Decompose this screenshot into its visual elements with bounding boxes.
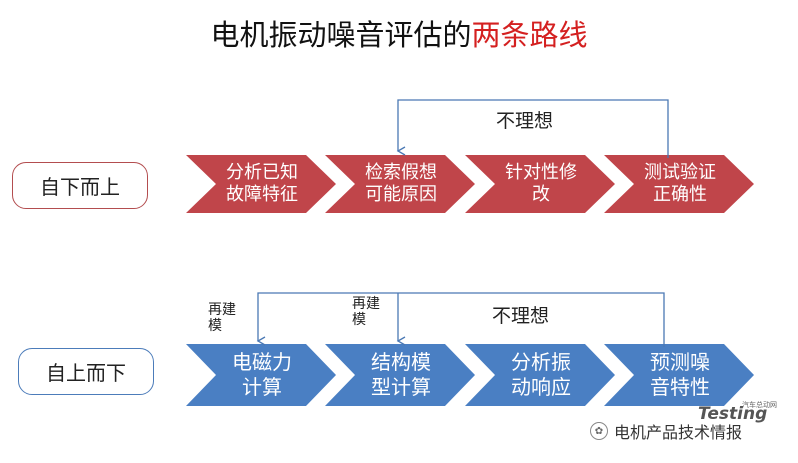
wechat-icon: ✿ (590, 422, 608, 440)
step-top-3: 针对性修改 (505, 161, 577, 206)
step-bottom-4: 预测噪音特性 (650, 350, 710, 399)
row-label-bottom-up: 自下而上 (12, 162, 148, 209)
chevron-bottom-2 (325, 344, 475, 406)
step-top-2: 检索假想可能原因 (365, 161, 437, 206)
bottom-feedback-label: 不理想 (492, 305, 550, 327)
chevron-bottom-4 (604, 344, 754, 406)
chevron-bottom-1 (186, 344, 336, 406)
page-title: 电机振动噪音评估的两条路线 (0, 12, 798, 54)
step-top-1: 分析已知故障特征 (226, 161, 298, 206)
chevron-top-3 (465, 155, 615, 213)
rebuild-note-2: 再建模 (352, 296, 380, 329)
top-feedback-label: 不理想 (496, 110, 554, 132)
chevron-top-1 (186, 155, 336, 213)
chevron-top-2 (325, 155, 475, 213)
footer-text: 电机产品技术情报 (614, 423, 743, 442)
row-label-top-down: 自上而下 (18, 348, 154, 395)
rebuild-note-1: 再建模 (208, 302, 236, 335)
chevron-top-4 (604, 155, 754, 213)
bottom-chevrons (186, 344, 754, 406)
chevron-bottom-3 (465, 344, 615, 406)
top-chevrons (186, 155, 754, 213)
bottom-feedback-connector-1 (256, 292, 665, 347)
step-bottom-2: 结构模型计算 (371, 350, 431, 399)
step-bottom-3: 分析振动响应 (511, 350, 571, 399)
step-top-4: 测试验证正确性 (644, 161, 716, 206)
watermark-small: 汽车总动网 (742, 401, 777, 409)
step-bottom-1: 电磁力计算 (232, 350, 292, 399)
footer: ✿ 电机产品技术情报 (590, 419, 742, 443)
watermark-logo: Testing (698, 404, 768, 424)
top-feedback-connector (396, 99, 669, 158)
title-main: 电机振动噪音评估的 (210, 18, 472, 52)
title-highlight: 两条路线 (471, 18, 588, 52)
